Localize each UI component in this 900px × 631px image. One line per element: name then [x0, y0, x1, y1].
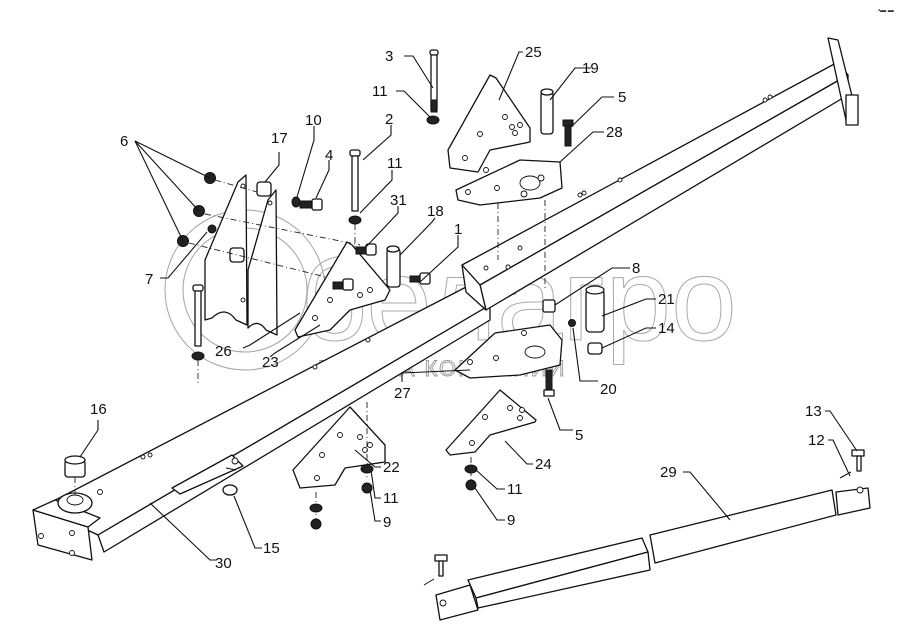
bolt-3: [426, 49, 440, 125]
beam-open-end: [461, 264, 487, 311]
callout-24: 24: [535, 456, 552, 473]
callout-18: 18: [427, 203, 444, 220]
callout-22: 22: [383, 459, 400, 476]
callout-19: 19: [582, 60, 599, 77]
callout-17: 17: [271, 130, 288, 147]
pin-20: [568, 319, 576, 327]
nut-8: [542, 299, 556, 313]
plate-27: [454, 324, 563, 379]
corner-mark: ▪▬ ▬: [878, 8, 894, 14]
callout-10: 10: [305, 112, 322, 129]
plate-28: [455, 159, 563, 290]
callout-9: 9: [383, 514, 391, 531]
bushing-14: [587, 342, 603, 355]
main-beam-left: [32, 284, 491, 561]
bracket-25: [447, 74, 531, 173]
callout-labels: 3 11 25 19 5 28 6 7 17 10 4 2 11 31 18 1…: [90, 44, 825, 572]
callout-2: 2: [385, 111, 393, 128]
callout-14: 14: [658, 320, 675, 337]
callout-1: 1: [454, 221, 462, 238]
callout-7: 7: [145, 271, 153, 288]
leader-lines: [79, 51, 858, 561]
callout-27: 27: [394, 385, 411, 402]
callout-6: 6: [120, 133, 128, 150]
callout-23: 23: [262, 354, 279, 371]
callout-16: 16: [90, 401, 107, 418]
callout-15: 15: [263, 540, 280, 557]
side-plate-left: [204, 174, 278, 336]
bracket-23: [294, 241, 391, 338]
callout-3: 3: [385, 48, 393, 65]
callout-28: 28: [606, 124, 623, 141]
callout-4: 4: [325, 147, 333, 164]
washer-15: [222, 484, 238, 496]
pin-21: [585, 285, 605, 333]
bracket-24: [445, 389, 537, 491]
bolt-4: [291, 196, 323, 211]
callout-21: 21: [658, 291, 675, 308]
gusset-plate: [171, 454, 244, 495]
callout-11c: 11: [383, 490, 399, 507]
spacer-18: [386, 245, 401, 288]
bushing-part: [64, 455, 86, 495]
callout-29: 29: [660, 464, 677, 481]
callout-9b: 9: [507, 512, 515, 529]
callout-26: 26: [215, 343, 232, 360]
bolt-5-bottom: [543, 369, 555, 397]
callout-31: 31: [390, 192, 407, 209]
callout-5: 5: [618, 89, 626, 106]
callout-12: 12: [808, 432, 825, 449]
callout-13: 13: [805, 403, 822, 420]
main-beam-right: [461, 37, 859, 311]
bolt-left-vertical: [191, 284, 205, 385]
bolt-5-top: [562, 119, 574, 147]
telescopic-rod: [423, 449, 871, 621]
callout-11: 11: [372, 83, 388, 100]
bracket-22: [292, 402, 386, 530]
callout-25: 25: [525, 44, 542, 61]
callout-5b: 5: [575, 427, 583, 444]
callout-30: 30: [215, 555, 232, 572]
callout-8: 8: [632, 260, 640, 277]
callout-11d: 11: [507, 481, 523, 498]
callout-11b: 11: [387, 155, 403, 172]
bolt-2: [348, 149, 362, 260]
pin-19: [540, 88, 554, 135]
spacer-17: [229, 181, 272, 263]
callout-20: 20: [600, 381, 617, 398]
